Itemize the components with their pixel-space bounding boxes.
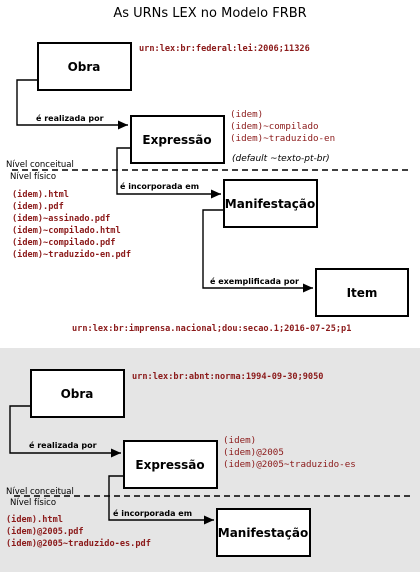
bottom-obra-label: Obra — [61, 387, 94, 401]
top-exemplificada-label: é exemplificada por — [210, 276, 299, 286]
diagram-title: As URNs LEX no Modelo FRBR — [113, 6, 306, 21]
bottom-obra-box — [30, 369, 125, 418]
bottom-obra-urn: urn:lex:br:abnt:norma:1994-09-30;9050 — [132, 372, 323, 382]
top-item-label: Item — [347, 286, 378, 300]
top-manifestacao-urn-3: (idem)~compilado.html — [12, 225, 121, 236]
top-manifestacao-label: Manifestação — [225, 197, 316, 211]
top-manifestacao-urn-5: (idem)~traduzido-en.pdf — [12, 249, 131, 260]
top-incorporada-arrow — [116, 147, 221, 199]
bottom-nivel-fisico: Nível físico — [10, 498, 56, 508]
bottom-manifestacao-box — [216, 508, 311, 557]
top-expressao-label: Expressão — [142, 133, 211, 147]
top-incorporada-label: é incorporada em — [120, 181, 199, 191]
top-expressao-default-note: (default ~texto-pt-br) — [232, 154, 330, 164]
bottom-realizada-arrow — [9, 405, 121, 458]
top-nivel-fisico: Nível físico — [10, 172, 56, 182]
top-manifestacao-urn-4: (idem)~compilado.pdf — [12, 237, 115, 248]
top-manifestacao-box — [223, 179, 318, 228]
top-obra-box — [37, 42, 132, 91]
bottom-manifestacao-urn-0: (idem).html — [6, 514, 63, 525]
top-manifestacao-urn-0: (idem).html — [12, 189, 69, 200]
bottom-expressao-urn-1: (idem)@2005 — [223, 447, 284, 458]
bottom-manifestacao-urn-2: (idem)@2005~traduzido-es.pdf — [6, 538, 151, 549]
top-expressao-urn-0: (idem) — [230, 109, 263, 120]
top-manifestacao-urn-1: (idem).pdf — [12, 201, 64, 212]
top-item-urn: urn:lex:br:imprensa.nacional;dou:secao.1… — [72, 323, 351, 334]
top-expressao-urn-1: (idem)~compilado — [230, 121, 319, 132]
bottom-nivel-conceitual: Nível conceitual — [6, 487, 74, 497]
bottom-incorporada-label: é incorporada em — [113, 508, 192, 518]
bottom-expressao-urn-0: (idem) — [223, 435, 256, 446]
top-nivel-conceitual: Nível conceitual — [6, 160, 74, 170]
bottom-expressao-box — [123, 440, 218, 489]
top-obra-label: Obra — [68, 60, 101, 74]
bottom-realizada-label: é realizada por — [29, 440, 97, 450]
bottom-expressao-label: Expressão — [135, 458, 204, 472]
top-expressao-box — [130, 115, 225, 164]
top-item-box — [315, 268, 409, 317]
top-realizada-label: é realizada por — [36, 113, 104, 123]
bottom-manifestacao-urn-1: (idem)@2005.pdf — [6, 526, 84, 537]
bottom-incorporada-arrow — [108, 475, 214, 525]
bottom-manifestacao-label: Manifestação — [218, 526, 309, 540]
top-manifestacao-urn-2: (idem)~assinado.pdf — [12, 213, 110, 224]
top-realizada-arrow — [16, 79, 128, 130]
bottom-expressao-urn-2: (idem)@2005~traduzido-es — [223, 459, 356, 470]
top-obra-urn: urn:lex:br:federal:lei:2006;11326 — [139, 43, 310, 54]
top-expressao-urn-2: (idem)~traduzido-en — [230, 133, 335, 144]
top-exemplificada-arrow — [202, 209, 313, 293]
